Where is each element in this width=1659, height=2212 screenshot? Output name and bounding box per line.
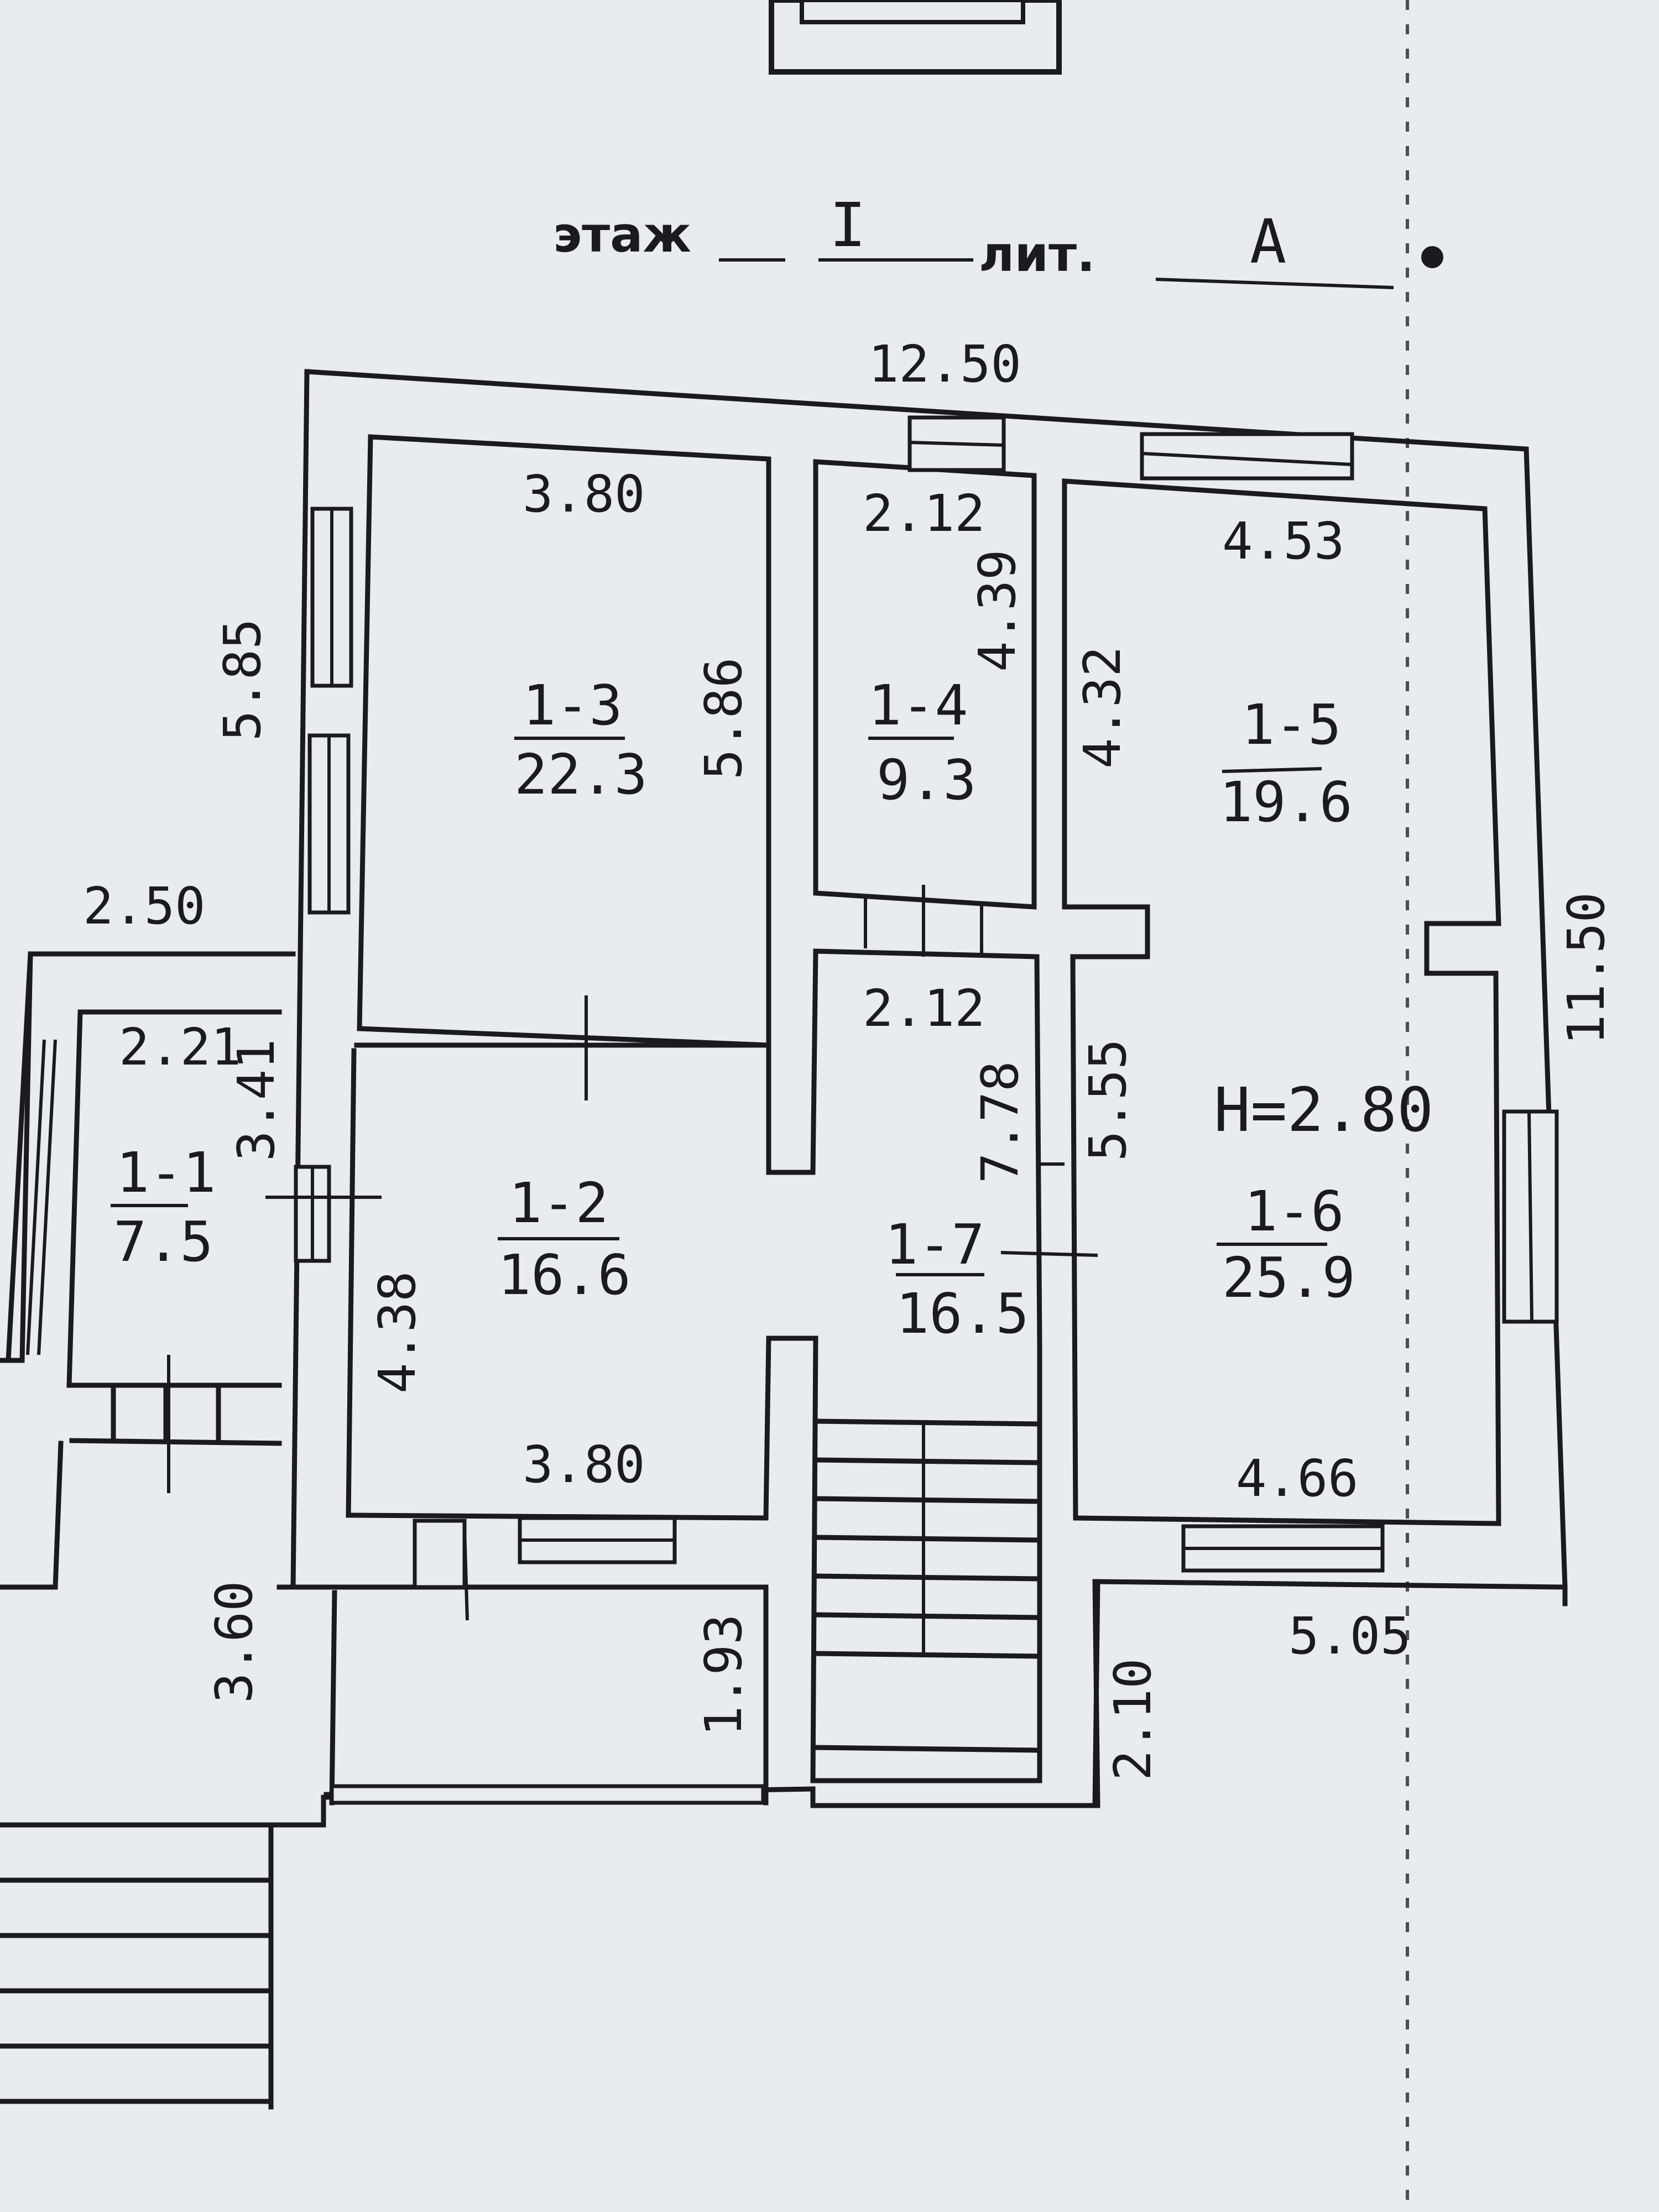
room-1-4-area: 9.3 <box>877 748 977 812</box>
dim-right-bottom: 5.05 <box>1288 1606 1411 1666</box>
dim-r1-6-side: 5.55 <box>1078 1039 1138 1161</box>
dim-overall-depth: 11.50 <box>1557 892 1616 1045</box>
dim-r1-4-side: 4.39 <box>968 549 1027 672</box>
room-1-5-area: 19.6 <box>1219 770 1353 834</box>
dim-vestibule-depth: 1.93 <box>694 1614 753 1736</box>
windows <box>294 415 1559 1805</box>
dim-r1-5-side: 4.32 <box>1073 646 1132 769</box>
dimensions: 12.50 11.50 5.85 2.50 3.60 5.05 2.10 1.9… <box>83 335 1616 1781</box>
dim-r1-1-depth: 3.41 <box>227 1039 286 1161</box>
dim-r1-3-side: 5.86 <box>694 657 753 780</box>
room-1-1-area: 7.5 <box>113 1209 213 1274</box>
dim-r1-6-bottom: 4.66 <box>1236 1449 1359 1508</box>
dim-porch-width: 2.50 <box>83 877 206 936</box>
dim-porch-depth: 3.60 <box>205 1580 264 1703</box>
room-labels: 1-1 7.5 1-2 16.6 1-3 22.3 1-4 9.3 1-5 19… <box>111 673 1355 1346</box>
dim-r1-3-top: 3.80 <box>523 465 645 524</box>
staircase <box>813 1418 1040 1753</box>
dim-left-wing-height: 5.85 <box>213 618 272 741</box>
floor-value: I <box>830 190 866 260</box>
dim-overall-width: 12.50 <box>868 335 1021 394</box>
dim-r1-7-side: 7.78 <box>971 1061 1030 1183</box>
room-1-2-id: 1-2 <box>509 1171 609 1235</box>
dim-r1-2-side: 4.38 <box>368 1271 427 1394</box>
room-1-3-id: 1-3 <box>523 673 623 738</box>
room-1-7: 1-7 16.5 <box>885 1212 1029 1346</box>
dot-marker <box>1421 246 1443 268</box>
room-1-4-id: 1-4 <box>868 673 968 738</box>
floor-label: этаж <box>553 206 691 263</box>
porch-wing <box>0 951 296 2110</box>
room-1-1-id: 1-1 <box>116 1140 216 1205</box>
room-1-6-id: 1-6 <box>1244 1179 1344 1244</box>
dim-r1-1-width: 2.21 <box>119 1018 242 1077</box>
dim-r1-5-top: 4.53 <box>1222 512 1345 571</box>
room-1-4: 1-4 9.3 <box>868 673 977 812</box>
room-1-5: 1-5 19.6 <box>1219 692 1353 834</box>
room-1-3-area: 22.3 <box>514 742 648 807</box>
dim-r1-7-top: 2.12 <box>863 979 985 1038</box>
room-1-3: 1-3 22.3 <box>514 673 648 807</box>
door-ticks <box>167 995 1098 1621</box>
room-1-6: 1-6 25.9 <box>1217 1179 1355 1310</box>
room-1-6-area: 25.9 <box>1222 1245 1355 1310</box>
room-1-1: 1-1 7.5 <box>111 1140 216 1274</box>
dim-r1-4-top: 2.12 <box>863 484 985 543</box>
lit-label: лит. <box>979 226 1095 283</box>
dim-r1-2-bottom: 3.80 <box>523 1435 645 1494</box>
room-1-5-id: 1-5 <box>1241 692 1342 757</box>
room-1-7-area: 16.5 <box>896 1281 1029 1346</box>
previous-drawing-fragment <box>769 0 1062 75</box>
lit-value: А <box>1250 206 1286 277</box>
room-1-2: 1-2 16.6 <box>498 1171 631 1307</box>
title-block: этаж I лит. А <box>553 190 1443 289</box>
room-1-7-id: 1-7 <box>885 1212 985 1277</box>
room-1-2-area: 16.6 <box>498 1243 631 1307</box>
ceiling-height: H=2.80 <box>1214 1074 1433 1145</box>
dim-stair-depth: 2.10 <box>1103 1658 1162 1781</box>
